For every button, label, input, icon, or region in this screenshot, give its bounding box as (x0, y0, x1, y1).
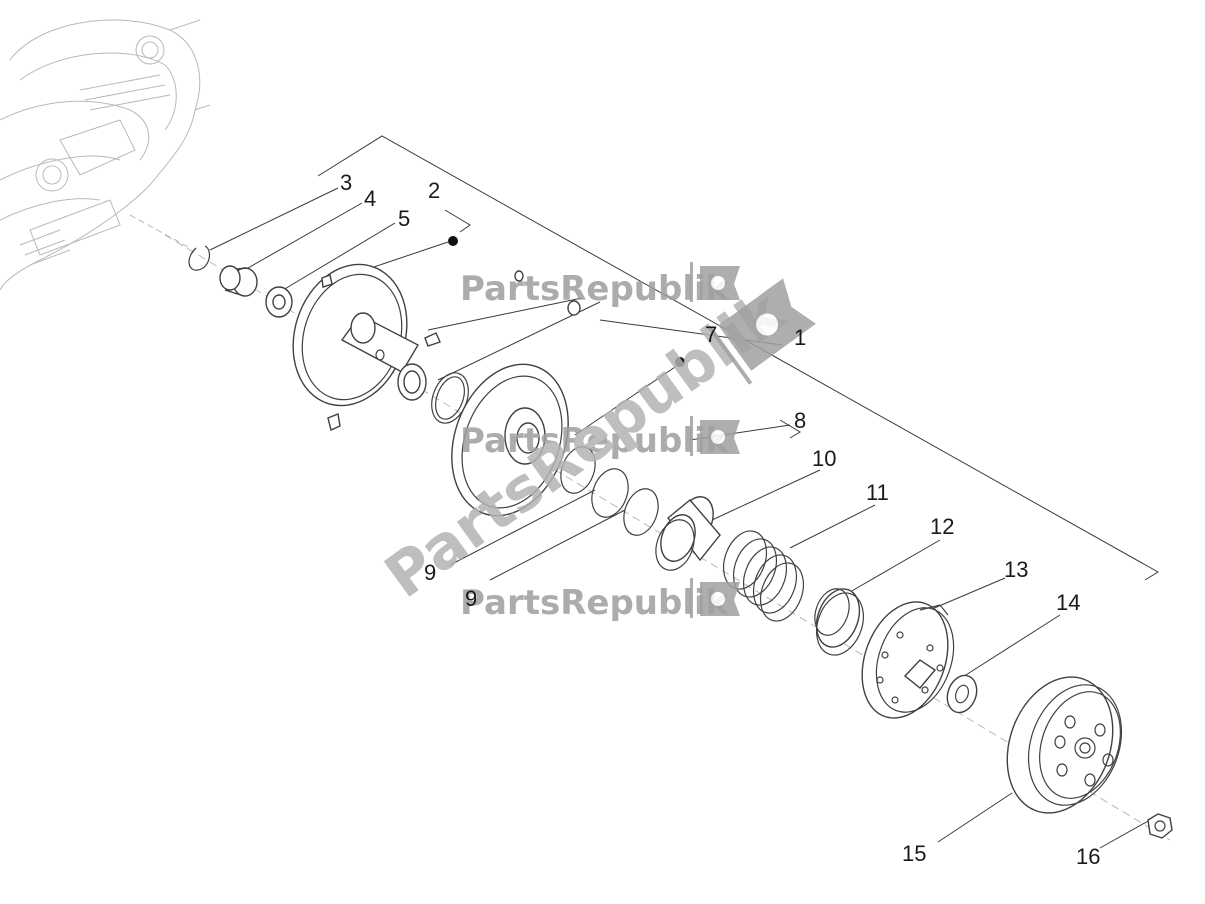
leader-lines (209, 187, 1151, 849)
part-bearing (265, 286, 293, 318)
part-spring (722, 530, 805, 622)
label-part-9: 9 (465, 586, 477, 611)
label-part-7: 7 (705, 322, 717, 347)
label-part-9: 9 (424, 560, 436, 585)
label-part-14: 14 (1056, 590, 1080, 615)
part-spring-cup (814, 588, 864, 656)
watermark-text: PartsRepublik (460, 583, 730, 623)
engine-case-sketch (0, 19, 211, 291)
label-part-4: 4 (364, 186, 376, 211)
label-part-5: 5 (398, 206, 410, 231)
label-part-13: 13 (1004, 557, 1028, 582)
bullet-dot (448, 236, 458, 246)
label-part-15: 15 (902, 841, 926, 866)
label-part-1: 1 (794, 325, 806, 350)
label-part-11: 11 (866, 480, 889, 505)
watermark-text: PartsRepublik (460, 421, 730, 461)
label-part-12: 12 (930, 514, 954, 539)
part-pulley-half-movable (451, 363, 569, 517)
label-part-2: 2 (428, 178, 440, 203)
gear-icon (690, 262, 816, 618)
bullet-dot (675, 357, 685, 367)
part-bushing (219, 265, 258, 297)
part-washer (946, 674, 978, 714)
label-part-10: 10 (812, 446, 836, 471)
part-labels: 3 4 2 5 7 1 8 10 11 12 13 14 9 9 15 16 (340, 170, 1100, 869)
label-part-8: 8 (794, 408, 806, 433)
part-pin (567, 300, 581, 316)
part-rings (560, 446, 659, 536)
label-part-16: 16 (1076, 844, 1100, 869)
part-nut (1147, 813, 1173, 839)
part-sleeve (655, 496, 721, 571)
part-pulley-half-fixed (292, 263, 441, 431)
part-circlip (188, 245, 211, 271)
part-clutch-bell (1006, 676, 1123, 814)
part-clutch (861, 601, 955, 719)
part-pin (514, 270, 524, 282)
watermark-text: PartsRepublik (460, 269, 730, 309)
label-part-3: 3 (340, 170, 352, 195)
